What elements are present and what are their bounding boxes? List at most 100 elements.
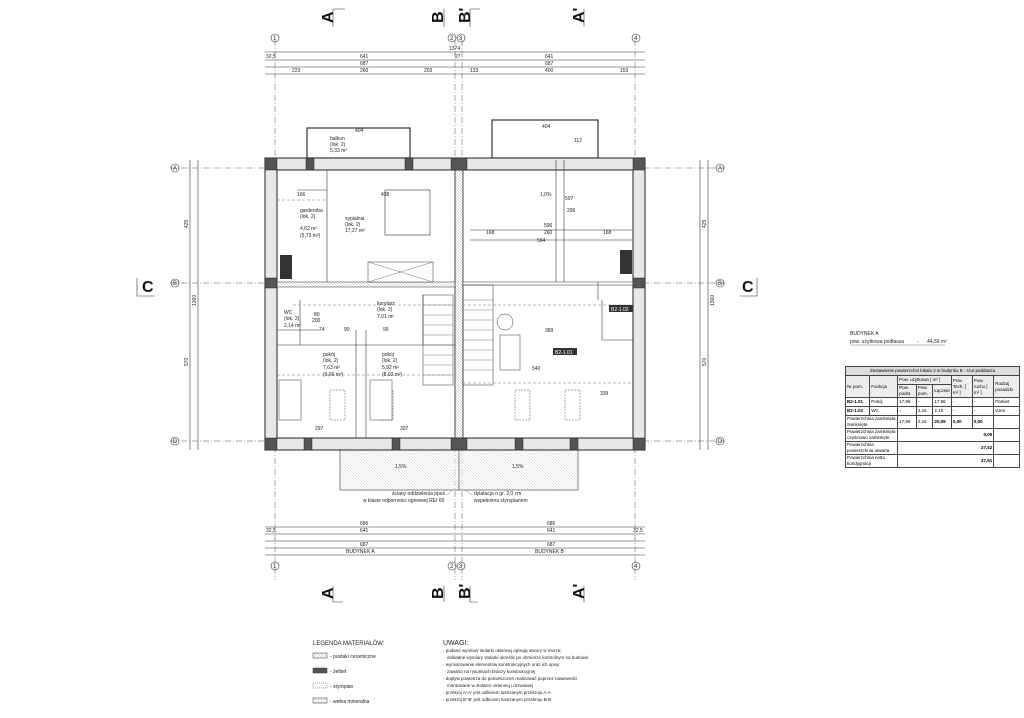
room-area: 5,33 m² (330, 148, 347, 154)
room-lok: (lok. 2) (377, 307, 393, 313)
building-walls (264, 157, 646, 451)
section-a-prime-bottom: A' (571, 584, 588, 599)
dim: 90 (344, 327, 350, 333)
dim: 687 (547, 542, 556, 548)
cell: 0,00 (950, 415, 973, 429)
section-a-prime-top: A' (571, 8, 588, 23)
th-tech: Pow. Tech. [ m² ] (950, 375, 973, 398)
note-line: dokładne wymiary stolarki określić po ob… (447, 655, 589, 660)
cell: Powierzchnia powierzchnia otwarta (845, 441, 899, 455)
notes-title: UWAGI: (443, 640, 468, 647)
axis-3-bottom: 3 (459, 564, 463, 570)
th-uzyt: Pow. użytkowa [ m² ] (897, 375, 952, 385)
axis-a-left: A (173, 166, 177, 172)
cell: Gres (993, 406, 1020, 416)
table-title: Zestawienie powierzchni lokalu 2 w budyn… (845, 366, 1020, 376)
room-tag-b2-101: B2-1.01 (555, 350, 573, 356)
cell: 17,96 (897, 415, 917, 429)
section-a-top: A (320, 11, 337, 23)
balcony-left (306, 127, 411, 159)
dilatation-note-2: wypełniona styropianem (474, 498, 528, 504)
dim: 74 (319, 327, 325, 333)
cell: 0,00 (971, 415, 995, 429)
note-line: - przekrój B'-B' jest odbiciem lustrzany… (443, 697, 551, 702)
cell: WC (869, 406, 899, 416)
plan-dimensions: 404 404 438 166 596 168 260 168 564 389 … (297, 124, 612, 470)
note-line: - przekrój A'-A' jest odbiciem lustrzany… (443, 690, 551, 695)
cell: - (915, 397, 934, 407)
cell: Powierzchnia zamknięta zamknięte (845, 415, 899, 429)
dim: 641 (360, 54, 369, 60)
summary-value: 44,59 m² (927, 339, 947, 345)
dim: 641 (545, 54, 554, 60)
axis-4-bottom: 4 (634, 564, 638, 570)
dim: 425 (702, 219, 708, 228)
building-a-label: BUDYNEK A (346, 549, 375, 555)
dim: 27 (455, 54, 461, 60)
dim: 260 (544, 230, 553, 236)
axis-1-bottom: 1 (273, 564, 277, 570)
fire-wall-note: ściany oddzielenia ppoż. (392, 491, 446, 497)
room-pokoj-2: pokój (382, 352, 394, 358)
building-b-label: BUDYNEK B (535, 549, 565, 555)
dim: 564 (537, 238, 546, 244)
dim: 168 (603, 230, 612, 236)
axis-d-left: D (173, 439, 178, 445)
th-nr: Nr pom. (845, 375, 871, 398)
note-line: - podane wymiary stolarki okiennej opisu… (443, 648, 562, 653)
note-line: - wymiarowanie elementów konstrukcyjnych… (443, 662, 560, 667)
section-b-prime-bottom: B' (457, 584, 474, 599)
dim: 223 (292, 68, 301, 74)
th-ruch: Pow. ruchu [ m² ] (971, 375, 995, 398)
cell: Pokój (869, 397, 899, 407)
sofa (499, 334, 521, 371)
dim: 32,5 (633, 528, 643, 534)
notes: UWAGI: - podane wymiary stolarki okienne… (443, 640, 589, 702)
room-lok: (lok. 2) (284, 316, 300, 322)
axis-2-bottom: 2 (450, 564, 454, 570)
cell: B2-1.01 (845, 397, 871, 407)
dim: 297 (315, 426, 324, 432)
slope-label: 1,5% (512, 464, 524, 470)
th-posadzka: Rodzaj posadzki (993, 375, 1020, 398)
dim: 597 (565, 196, 574, 202)
room-area: (5,73 m²) (300, 233, 321, 239)
room-area: (9,66 m²) (323, 372, 344, 378)
room-tag-b2-102: B2-1.02 (611, 307, 629, 313)
cell: 17,96 (897, 397, 917, 407)
dim: 80 (314, 312, 320, 318)
axis-3-top: 3 (459, 36, 463, 42)
dim: 404 (542, 124, 551, 130)
dim: 641 (360, 528, 369, 534)
dim: 540 (532, 366, 541, 372)
note-line: montowane w stolarce okiennej i drzwiowe… (447, 683, 533, 688)
room-lok: (lok. 2) (345, 222, 361, 228)
dim: 687 (545, 61, 554, 67)
th-pom: Pow. pom. (915, 384, 934, 398)
net-area-label: Powierzchnia netto kondygnacji (845, 454, 899, 468)
dim: 425 (184, 219, 190, 228)
dimensions-top: 1374 641 641 32,5 27 687 687 223 260 203… (265, 46, 645, 75)
room-korytarz: korytarz (377, 301, 395, 307)
dim: 687 (360, 61, 369, 67)
section-c-right: C (742, 279, 754, 296)
room-labels: balkon (lok. 2) 5,33 m² garderoba (lok. … (284, 136, 633, 378)
fire-wall-note-2: w klasie odporności ogniowej REI 60 (363, 498, 445, 504)
dim: 99 (383, 327, 389, 333)
cell: - (897, 406, 917, 416)
area-summary: BUDYNEK A pow. użytkowa podłasza - 44,59… (850, 331, 947, 346)
legend-item: - styropian (330, 684, 354, 690)
room-area: 7,63 m² (323, 365, 340, 371)
cell: 17,96 (932, 397, 952, 407)
dim: 641 (547, 528, 556, 534)
summary-label: pow. użytkowa podłasza (850, 339, 904, 345)
th-razem: Łącznie (932, 384, 952, 398)
balcony-right (491, 119, 599, 159)
section-markers-top: A B B' A' (320, 8, 588, 27)
summary-title: BUDYNEK A (850, 331, 879, 337)
materials-legend: LEGENDA MATERIAŁÓW: - pustaki ceramiczne… (312, 640, 385, 705)
dim: 168 (486, 230, 495, 236)
